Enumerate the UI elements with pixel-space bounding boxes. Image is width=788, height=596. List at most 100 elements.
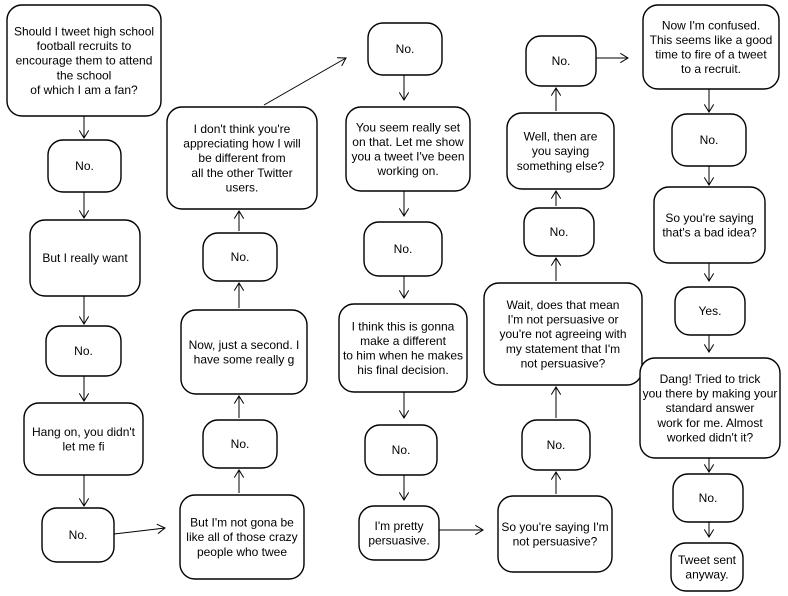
node-text-line: of which I am a fan? [30, 83, 138, 97]
arrowhead-icon [398, 290, 410, 299]
node-text-line: appreciating how I will [183, 137, 300, 151]
node-text-line: Hang on, you didn't [32, 425, 136, 439]
node-text-line: on that. Let me show [352, 135, 464, 149]
arrowhead-icon [78, 498, 90, 507]
node-box [166, 106, 318, 210]
arrowhead-icon [703, 464, 715, 473]
arrowhead-icon [703, 104, 715, 113]
connector-arrow [233, 210, 245, 231]
node-box [358, 505, 440, 561]
node-text-line: No. [75, 159, 94, 173]
node-box [642, 4, 780, 90]
node-no-2: No. [45, 325, 122, 377]
connector-arrow [703, 263, 715, 282]
node-text-line: the school [57, 68, 112, 82]
node-text-line: I'm pretty [375, 519, 424, 533]
node-box [674, 286, 746, 336]
node-text-line: anyway. [685, 568, 728, 582]
arrowhead-icon [703, 177, 715, 186]
connector-arrow [398, 392, 410, 419]
arrowhead-icon [550, 386, 562, 395]
node-text-line: people who twee [197, 545, 287, 559]
connector-arrow [233, 469, 245, 493]
connector-arrow [398, 475, 410, 501]
node-text-line: So you're saying [665, 211, 753, 225]
connector-arrow [703, 166, 715, 186]
node-box [23, 402, 144, 476]
node-text-line: you saying [532, 144, 589, 158]
node-box [202, 232, 278, 282]
connector-line [263, 57, 347, 106]
arrowhead-icon [703, 273, 715, 282]
node-text-line: working on. [376, 164, 438, 178]
arrowhead-icon [156, 523, 166, 534]
node-box [672, 473, 744, 523]
node-text-line: Dang! Tried to trick [660, 372, 762, 386]
node-text-line: work for me. Almost [656, 416, 763, 430]
node-text-line: you a tweet I've been [351, 150, 464, 164]
node-box [671, 113, 747, 167]
arrowhead-icon [398, 410, 410, 419]
node-no-7: No. [363, 221, 443, 277]
node-text-line: encourage them to attend [16, 54, 153, 68]
arrowhead-icon [336, 57, 347, 67]
node-no-6: No. [367, 22, 443, 76]
node-text-line: time to fire of a tweet [655, 48, 767, 62]
connector-arrow [233, 395, 245, 418]
node-text-line: But I'm not gona be [190, 516, 294, 530]
node-text-line: No. [552, 54, 571, 68]
connector-arrow [703, 335, 715, 353]
node-box [41, 507, 115, 563]
connector-arrow [398, 191, 410, 217]
node-text-line: No. [394, 242, 413, 256]
node-box [345, 106, 471, 192]
connector-arrow [398, 276, 410, 299]
node-box [367, 22, 443, 76]
node-box [179, 494, 305, 580]
connector-arrow [550, 190, 562, 206]
arrowhead-icon [78, 210, 90, 219]
node-text-line: make a different [360, 334, 446, 348]
node-text-line: So you're saying I'm [501, 520, 608, 534]
node-box [670, 542, 744, 592]
arrowhead-icon [78, 316, 90, 325]
node-text-line: like all of those crazy [186, 530, 297, 544]
node-no-1: No. [47, 139, 122, 193]
connector-arrow [398, 75, 410, 101]
node-no-10: No. [523, 207, 595, 257]
node-box [363, 221, 443, 277]
node-text-line: football recruits to [37, 39, 132, 53]
connector-arrow [78, 475, 90, 507]
node-no-9: No. [521, 419, 591, 471]
node-text-line: you're not agreeing with [499, 327, 626, 341]
node-text-line: something else? [517, 159, 605, 173]
node-text-line: No. [74, 344, 93, 358]
arrowhead-icon [550, 87, 562, 96]
node-text-line: No. [547, 438, 566, 452]
node-text-line: I'm not persuasive or [507, 313, 618, 327]
node-now-confused: Now I'm confused.This seems like a goodt… [642, 4, 780, 90]
arrowhead-icon [398, 92, 410, 101]
connector-arrow [439, 524, 484, 536]
node-box [506, 112, 615, 190]
arrowhead-icon [233, 282, 245, 291]
node-text-line: No. [550, 225, 569, 239]
node-text-line: to a recruit. [681, 62, 741, 76]
node-text-line: be different from [198, 151, 285, 165]
arrowhead-icon [78, 130, 90, 139]
node-text-line: No. [396, 42, 415, 56]
node-text-line: No. [699, 491, 718, 505]
node-text-line: Wait, does that mean [507, 298, 620, 312]
node-box [202, 419, 278, 469]
node-text-line: But I really want [42, 251, 128, 265]
connector-arrow [113, 523, 166, 535]
node-text-line: all the other Twitter [191, 166, 292, 180]
